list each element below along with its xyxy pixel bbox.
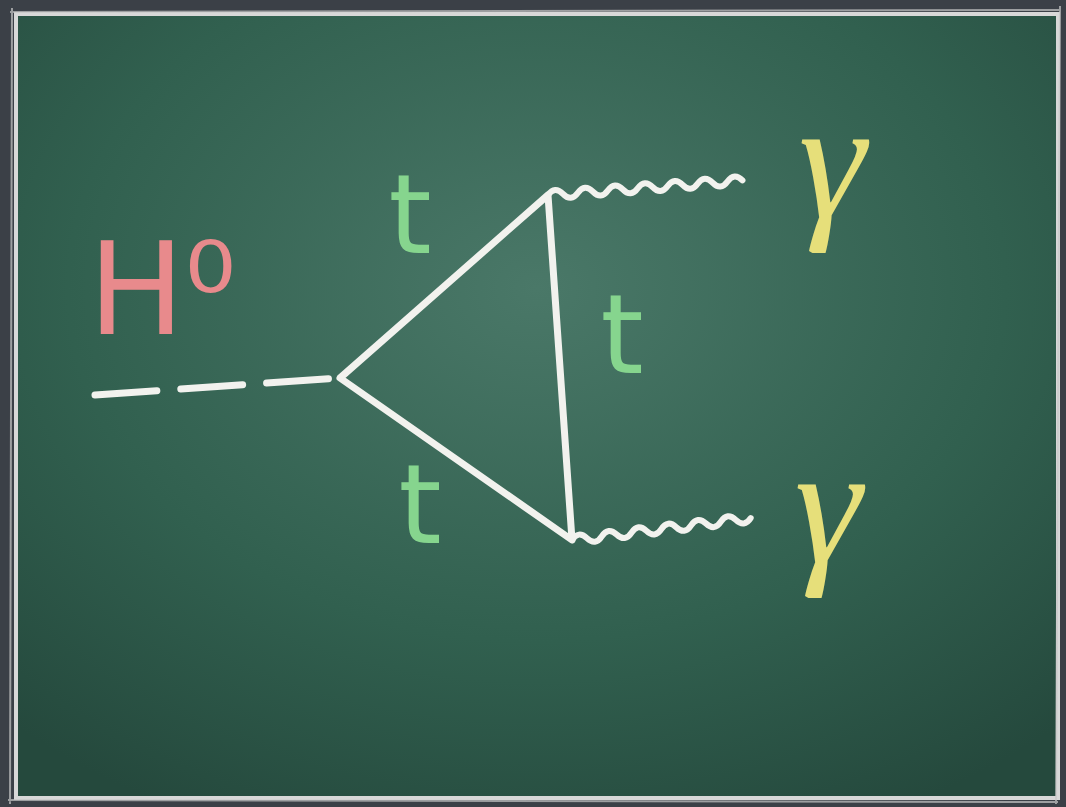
top-loop — [340, 195, 572, 540]
particle-label: γ — [795, 420, 862, 590]
particle-label: t — [398, 450, 441, 560]
photon-line — [548, 176, 743, 200]
particle-label: γ — [799, 75, 866, 245]
higgs-propagator — [95, 378, 340, 395]
particle-label: H⁰ — [88, 226, 236, 354]
frame-sketch — [8, 6, 1060, 804]
chalkboard — [16, 14, 1058, 798]
photon-line — [571, 514, 751, 545]
particle-label: t — [388, 160, 431, 270]
particle-label: t — [600, 280, 643, 390]
